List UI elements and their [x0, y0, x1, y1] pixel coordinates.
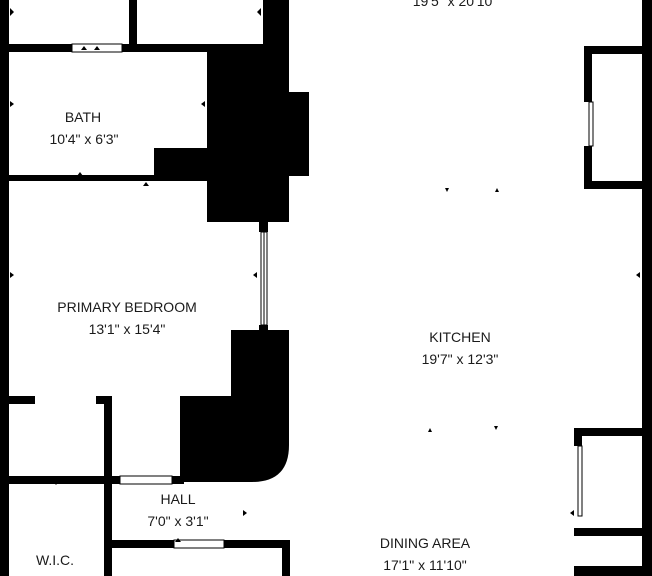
primary-bedroom-dims: 13'1" x 15'4" — [88, 321, 166, 337]
wall-segment — [104, 484, 112, 576]
marker — [10, 8, 14, 16]
lower-core-block — [180, 330, 289, 482]
dining-area-dims: 17'1" x 11'10" — [383, 557, 467, 573]
wall-segment — [0, 396, 35, 404]
wall-segment — [282, 540, 290, 576]
marker — [175, 538, 181, 542]
marker — [143, 182, 149, 186]
window — [119, 475, 173, 485]
wall-segment — [0, 0, 9, 52]
wall-segment — [172, 476, 184, 484]
wall-segment — [574, 428, 644, 436]
wall-segment — [574, 428, 582, 446]
marker — [570, 510, 574, 516]
marker — [253, 272, 257, 278]
marker — [77, 172, 83, 176]
marker — [81, 46, 87, 50]
wall-segment — [263, 0, 271, 52]
top-room-dims: 19'5" x 20'10" — [412, 0, 498, 9]
wic-label: W.I.C. — [35, 552, 75, 568]
exterior-wall-right — [642, 0, 652, 576]
marker — [201, 101, 205, 107]
wall-segment — [0, 44, 72, 52]
wall-segment — [0, 476, 120, 484]
marker — [495, 188, 499, 192]
wall-segment — [584, 46, 644, 54]
wall-segment — [104, 396, 112, 484]
dining-area-label: DINING AREA — [379, 535, 471, 551]
wall-segment — [129, 0, 137, 52]
marker — [445, 188, 449, 192]
marker — [243, 510, 247, 516]
window — [588, 101, 594, 147]
marker — [257, 8, 261, 16]
marker — [10, 272, 14, 278]
wall-segment — [584, 181, 644, 189]
wall-segment — [104, 540, 174, 548]
marker — [10, 101, 14, 107]
wall-segment — [574, 528, 644, 536]
marker — [636, 272, 640, 278]
exterior-wall-left — [0, 0, 9, 576]
bath-dims: 10'4" x 6'3" — [49, 131, 119, 147]
window — [173, 539, 225, 549]
wall-segment — [122, 44, 272, 52]
kitchen-dims: 19'7" x 12'3" — [421, 351, 499, 367]
dimension-markers — [10, 8, 640, 542]
window — [577, 445, 583, 517]
kitchen-label: KITCHEN — [429, 329, 491, 345]
hall-dims: 7'0" x 3'1" — [147, 513, 209, 529]
wall-segment — [574, 566, 644, 576]
wall-segment — [259, 325, 268, 333]
hall-label: HALL — [160, 491, 196, 507]
wall-segment — [224, 540, 290, 548]
marker — [53, 481, 59, 485]
marker — [94, 46, 100, 50]
primary-bedroom-label: PRIMARY BEDROOM — [57, 299, 197, 315]
bath-label: BATH — [64, 109, 102, 125]
wall-segment — [271, 0, 289, 52]
marker — [428, 428, 432, 432]
wall-segment — [584, 146, 592, 188]
wall-segment — [259, 222, 268, 232]
wall-segment — [0, 175, 210, 181]
marker — [494, 426, 498, 430]
wall-segment — [584, 46, 592, 102]
